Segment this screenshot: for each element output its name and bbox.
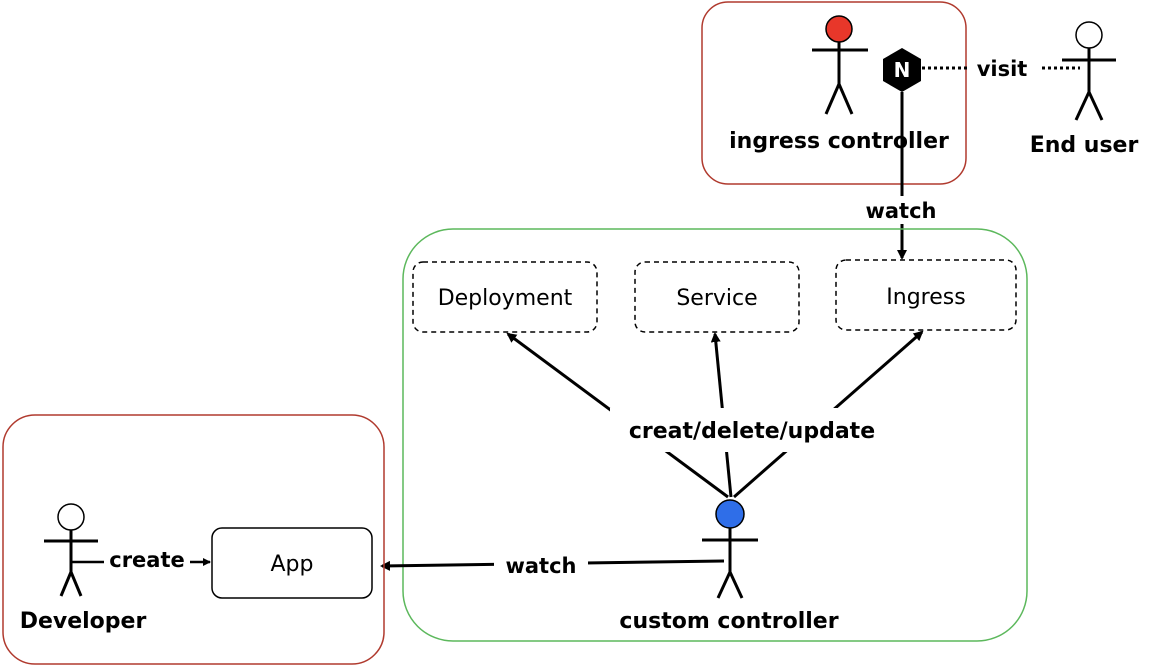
nginx-icon-letter: N [894,58,911,82]
end-user-actor [1062,21,1116,121]
service-label: Service [676,286,757,311]
custom-actor-head [715,499,745,529]
developer-label: Developer [20,609,147,634]
app-resource: App [211,527,373,599]
visit-label: visit [977,57,1028,81]
app-label: App [271,552,314,577]
developer-group [2,414,385,665]
nginx-icon: N [883,48,921,92]
developer-head [57,503,85,531]
developer-actor [44,503,98,597]
end-user-head [1075,21,1103,49]
cluster-group [402,228,1028,642]
deployment-label: Deployment [438,286,573,311]
ingress-controller-group [701,1,967,185]
ingress-controller-actor [812,15,868,115]
ingress-watch-label: watch [865,199,936,223]
ingress-controller-label: ingress controller [729,129,949,154]
custom-controller-actor [702,499,758,599]
end-user-label: End user [1030,133,1139,158]
deployment-resource: Deployment [412,261,598,333]
action-label: creat/delete/update [629,419,875,444]
app-watch-label: watch [505,554,576,578]
ingress-resource-label: Ingress [886,285,965,310]
create-label: create [109,548,185,572]
ingress-actor-head [825,15,853,43]
service-resource: Service [634,261,800,333]
custom-controller-label: custom controller [619,609,838,634]
ingress-resource: Ingress [835,259,1017,331]
